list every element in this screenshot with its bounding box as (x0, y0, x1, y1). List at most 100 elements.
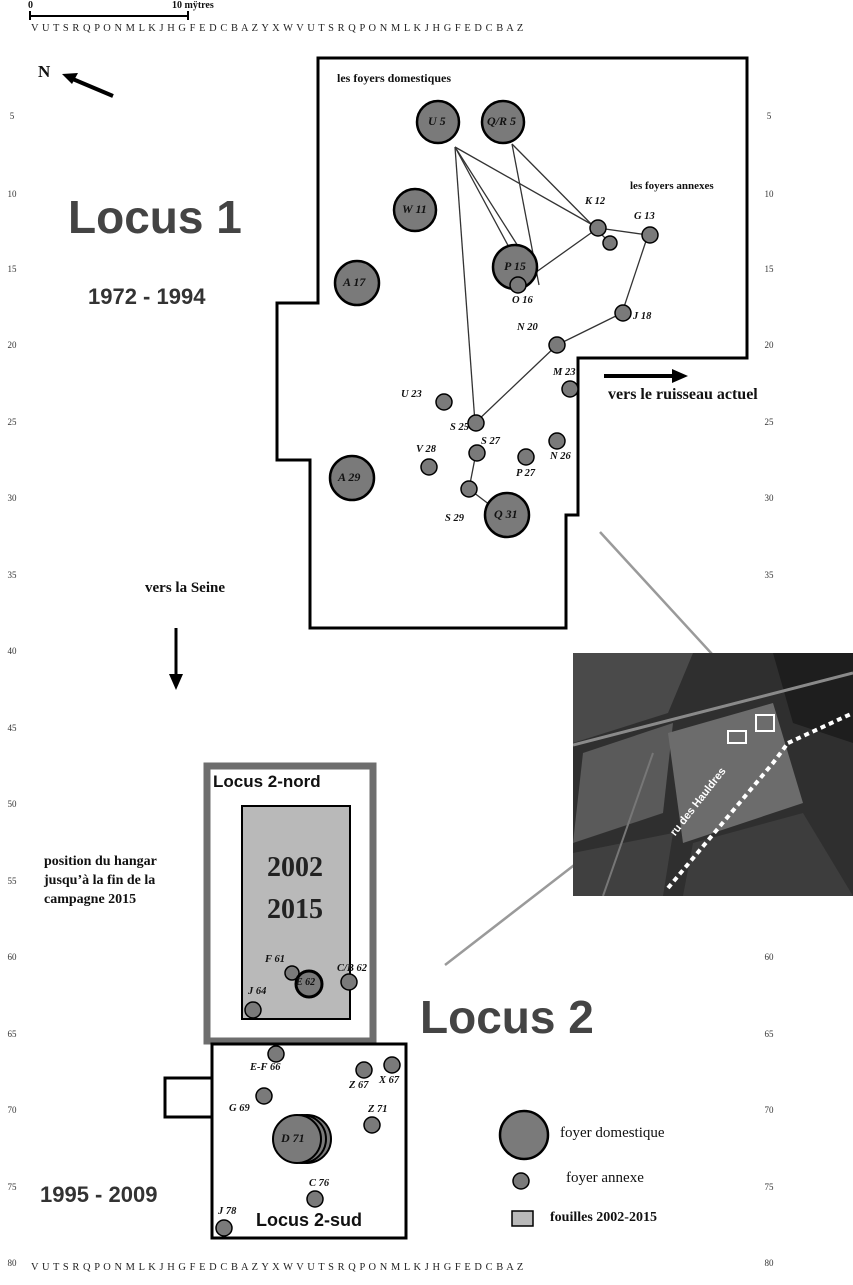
ruisseau-label: vers le ruisseau actuel (608, 386, 758, 403)
row-number-right: 65 (764, 1029, 774, 1039)
legend-annex-symbol (512, 1172, 530, 1190)
row-number-right: 60 (764, 952, 774, 962)
row-number: 25 (7, 417, 17, 427)
legend-annex-label: foyer annexe (566, 1170, 644, 1186)
hearth-annex (306, 1190, 324, 1208)
hearth-label: P 15 (504, 259, 526, 273)
locus2-years: 1995 - 2009 (40, 1182, 158, 1207)
legend-domestic-symbol (498, 1109, 550, 1161)
hearth-annex (561, 380, 579, 398)
north-label: N (38, 62, 51, 81)
row-number-right: 5 (766, 111, 772, 121)
hearth-annex (467, 414, 485, 432)
scale-zero: 0 (28, 0, 33, 11)
hangar-note-line: jusqu’à la fin de la (44, 873, 156, 888)
row-number: 75 (7, 1182, 17, 1192)
hearth-domestic (415, 99, 461, 145)
row-number-right: 30 (764, 493, 774, 503)
hangar-note: position du hangar jusqu’à la fin de la … (44, 852, 157, 909)
hearth-annex (255, 1087, 273, 1105)
hearth-annex (589, 219, 607, 237)
legend-domestic-label: foyer domestique (560, 1125, 665, 1141)
row-number: 40 (7, 646, 17, 656)
hearth-label: E 62 (296, 977, 316, 988)
locus2-nord-outline (203, 762, 377, 1045)
row-number: 10 (7, 189, 17, 199)
row-number: 55 (7, 876, 17, 886)
row-number-right: 70 (764, 1105, 774, 1115)
ruisseau-arrow-icon (604, 369, 688, 383)
hearth-domestic (333, 259, 381, 307)
hearth-annex (244, 1001, 262, 1019)
hearth-label: G 69 (229, 1103, 250, 1114)
row-number-right: 35 (764, 570, 774, 580)
hearth-annex (383, 1056, 401, 1074)
hearth-label: Z 71 (368, 1104, 388, 1115)
hearth-label: P 27 (516, 468, 536, 479)
locus2-sud-label: Locus 2-sud (256, 1210, 363, 1230)
hearth-annex (460, 480, 478, 498)
seine-arrow-icon (169, 628, 183, 690)
hearth-label: N 26 (550, 451, 571, 462)
hearth-annex (267, 1045, 285, 1063)
hearth-domestic (294, 969, 324, 999)
hangar-note-line: position du hangar (44, 854, 157, 869)
hearth-label: A 29 (338, 470, 361, 484)
hearth-label: S 25 (450, 422, 469, 433)
legend-fouilles-label: fouilles 2002-2015 (550, 1210, 657, 1225)
hearth-annex (420, 458, 438, 476)
row-number: 35 (7, 570, 17, 580)
hearth-label: M 23 (553, 367, 576, 378)
hearth-domestic (483, 491, 531, 539)
hearth-annex (355, 1061, 373, 1079)
hearth-label: F 61 (265, 954, 285, 965)
row-number-right: 75 (764, 1182, 774, 1192)
hearth-domestic (272, 1114, 322, 1164)
grid-letters-bottom: V U T S R Q P O N M L K J H G F E D C B … (31, 1262, 524, 1273)
row-number-right: 80 (764, 1258, 774, 1268)
row-number: 80 (7, 1258, 17, 1268)
hearth-label: K 12 (585, 196, 606, 207)
excav-year-1: 2002 (267, 852, 323, 883)
hearth-label: C/B 62 (337, 963, 368, 974)
row-number: 15 (7, 264, 17, 274)
hearth-annex (509, 276, 527, 294)
row-number: 60 (7, 952, 17, 962)
hearth-annex (363, 1116, 381, 1134)
hearth-annex (340, 973, 358, 991)
hearth-annex (215, 1219, 233, 1237)
row-number-right: 15 (764, 264, 774, 274)
locus1-years: 1972 - 1994 (88, 284, 206, 309)
hearth-domestic (480, 99, 526, 145)
hearth-label: U 23 (401, 389, 422, 400)
hearth-annex (548, 432, 566, 450)
hearth-label: G 13 (634, 211, 655, 222)
row-number: 20 (7, 340, 17, 350)
row-number: 5 (9, 111, 15, 121)
row-number: 50 (7, 799, 17, 809)
hearth-label: U 5 (428, 114, 446, 128)
hearth-annex (602, 235, 618, 251)
hearth-domestic (392, 187, 438, 233)
hearth-label: S 27 (481, 436, 500, 447)
hearth-annex (284, 965, 300, 981)
hearth-label: E-F 66 (250, 1062, 281, 1073)
locus1-title: Locus 1 (68, 191, 242, 243)
hearth-annex (435, 393, 453, 411)
foyers-domestiques-label: les foyers domestiques (337, 71, 451, 85)
locus1-outline (275, 56, 749, 630)
hearth-annex (517, 448, 535, 466)
row-number: 45 (7, 723, 17, 733)
excav-year-2: 2015 (267, 894, 323, 925)
hearth-label: O 16 (512, 295, 533, 306)
row-number-right: 20 (764, 340, 774, 350)
hearth-label: J 18 (633, 311, 652, 322)
hearth-label: A 17 (343, 275, 366, 289)
foyers-annexes-label: les foyers annexes (630, 180, 714, 192)
hearth-label: Q 31 (494, 507, 518, 521)
scale-ten: 10 mÿtres (172, 0, 214, 11)
refit-lines (454, 143, 649, 506)
locus2-sud-outline (210, 1042, 408, 1240)
hearth-label: Q/R 5 (487, 114, 517, 128)
row-number-right: 10 (764, 189, 774, 199)
